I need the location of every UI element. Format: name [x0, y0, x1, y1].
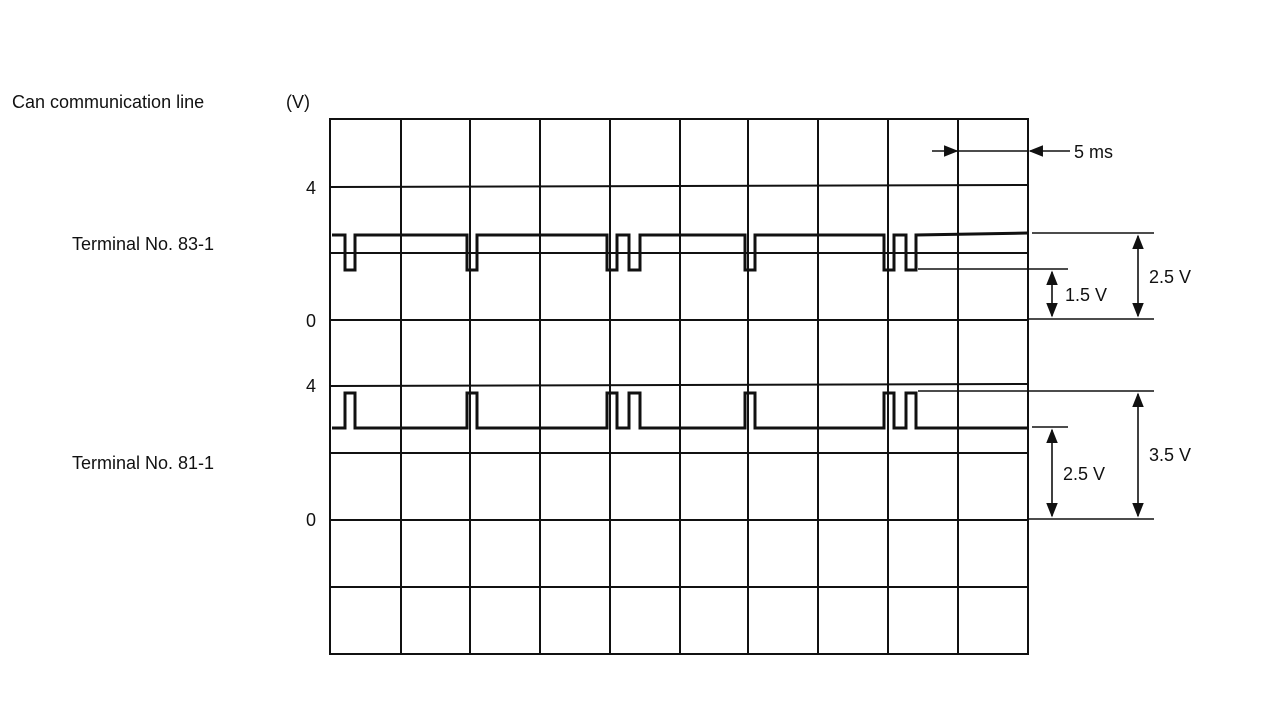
- ch1-active-level-label: 1.5 V: [1065, 285, 1107, 305]
- ch1-level-dimensions: [918, 232, 1154, 320]
- ch2-idle-level-label: 2.5 V: [1063, 464, 1105, 484]
- ch2-4v-line: [329, 383, 1029, 387]
- oscilloscope-grid: [329, 118, 1029, 655]
- voltage-unit-label: (V): [286, 92, 310, 112]
- ch1-terminal-label: Terminal No. 83-1: [72, 234, 214, 254]
- ch2-terminal-label: Terminal No. 81-1: [72, 453, 214, 473]
- ch1-waveform: [332, 231, 1029, 272]
- ch1-scale-0-label: 0: [306, 311, 316, 331]
- ch2-scale-0-label: 0: [306, 510, 316, 530]
- ch2-active-level-label: 3.5 V: [1149, 445, 1191, 465]
- grid-horizontal-lines: [329, 184, 1029, 588]
- time-division-label: 5 ms: [1074, 142, 1113, 162]
- ch2-level-dimensions: [918, 390, 1154, 520]
- ch2-scale-4-label: 4: [306, 376, 316, 396]
- diagram-title: Can communication line: [12, 92, 204, 112]
- ch2-waveform: [332, 391, 1028, 430]
- ch1-idle-level-label: 2.5 V: [1149, 267, 1191, 287]
- ch1-4v-line: [329, 184, 1029, 188]
- ch1-scale-4-label: 4: [306, 178, 316, 198]
